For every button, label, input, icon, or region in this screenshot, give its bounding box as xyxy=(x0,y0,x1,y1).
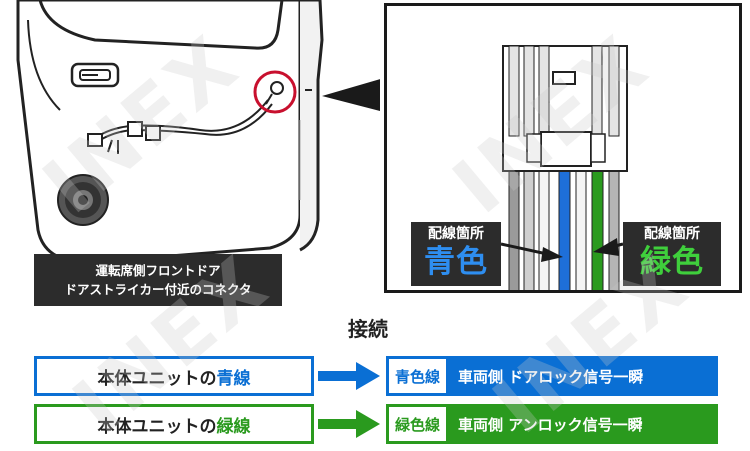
unit-blue-prefix: 本体ユニットの xyxy=(97,368,217,389)
wire-arrows xyxy=(500,238,624,262)
unit-green-prefix: 本体ユニットの xyxy=(97,416,217,437)
unit-green-wire-box: 本体ユニットの緑線 xyxy=(34,404,314,444)
vehicle-unlock-signal-box: 緑色線 車両側 アンロック信号一瞬 xyxy=(386,404,718,444)
door-window-frame xyxy=(38,0,284,50)
door-illustration xyxy=(16,0,380,264)
blue-wire xyxy=(558,165,571,290)
dest-green-tag: 緑色線 xyxy=(389,407,447,441)
dest-blue-text: 車両側 ドアロック信号一瞬 xyxy=(458,367,644,386)
door-caption-line1: 運転席側フロントドア xyxy=(95,263,221,278)
unit-green-color: 緑線 xyxy=(216,416,251,437)
arrow-green-icon xyxy=(318,410,380,438)
connector-drawing xyxy=(500,45,628,290)
door-handle xyxy=(70,62,120,88)
arrow-blue-icon xyxy=(318,362,380,390)
blue-wire-label-color: 青色 xyxy=(424,244,488,280)
connector-callout: 配線箇所 青色 配線箇所 緑色 xyxy=(384,3,742,293)
unit-blue-wire-box: 本体ユニットの青線 xyxy=(34,356,314,396)
green-wire-label-color: 緑色 xyxy=(640,244,704,280)
green-wire-label-caption: 配線箇所 xyxy=(644,226,700,242)
unit-blue-color: 青線 xyxy=(216,368,251,389)
blue-wire-label: 配線箇所 青色 xyxy=(411,222,501,286)
wire-harness xyxy=(87,99,273,154)
blue-wire-label-caption: 配線箇所 xyxy=(428,226,484,242)
connection-title: 接続 xyxy=(348,317,388,341)
dest-green-text: 車両側 アンロック信号一瞬 xyxy=(458,415,643,434)
connector-wires xyxy=(508,165,620,290)
green-wire xyxy=(591,165,604,290)
door-caption: 運転席側フロントドア ドアストライカー付近のコネクタ xyxy=(34,254,282,306)
green-wire-label: 配線箇所 緑色 xyxy=(623,222,721,286)
door-caption-line2: ドアストライカー付近のコネクタ xyxy=(64,282,252,297)
connector-housing xyxy=(502,45,628,172)
callout-pointer xyxy=(322,79,380,111)
door-edge xyxy=(299,0,324,252)
door-speaker xyxy=(57,174,109,226)
connector-location-marker xyxy=(253,70,297,114)
dest-blue-tag: 青色線 xyxy=(389,359,447,393)
vehicle-lock-signal-box: 青色線 車両側 ドアロック信号一瞬 xyxy=(386,356,718,396)
